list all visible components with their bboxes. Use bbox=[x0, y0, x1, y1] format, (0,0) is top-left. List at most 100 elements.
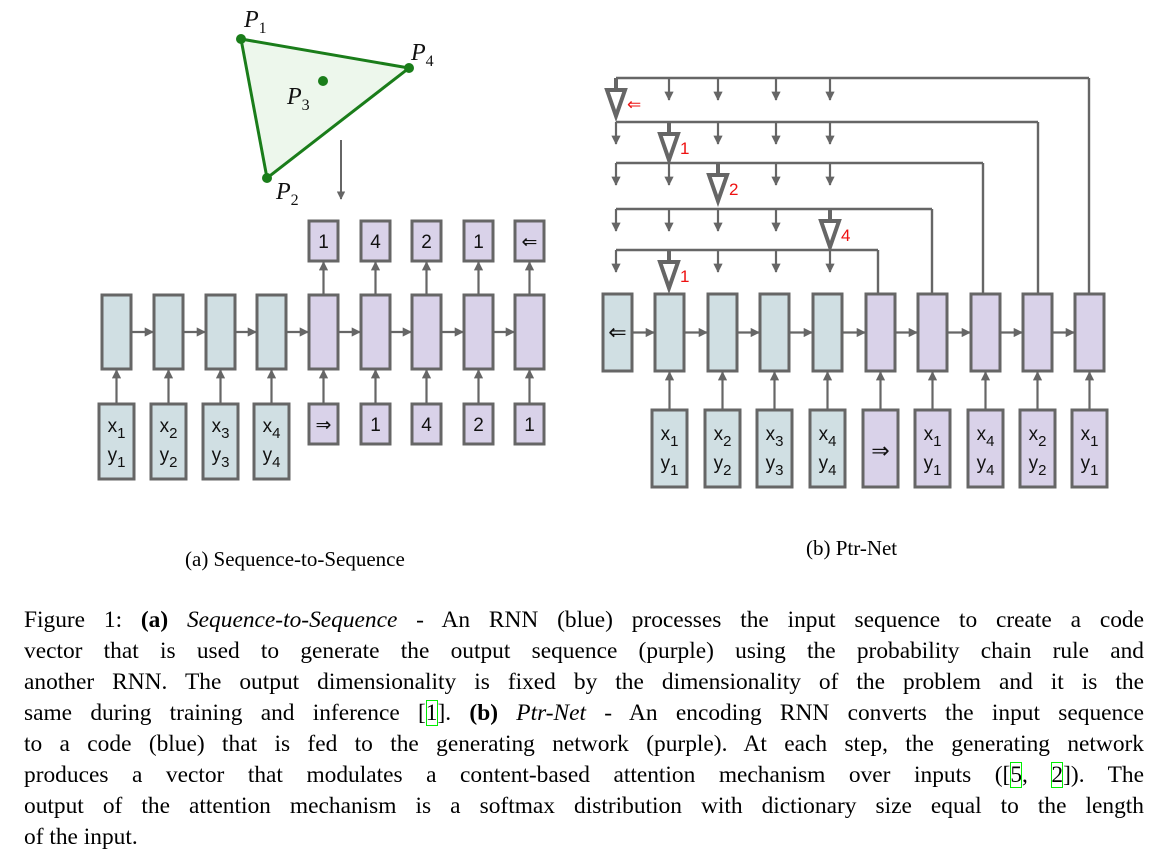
output-label: 4 bbox=[370, 232, 381, 253]
point-p2 bbox=[262, 173, 272, 183]
decoder-cell bbox=[513, 293, 546, 371]
pointer-label: 1 bbox=[680, 267, 689, 286]
decoder-input-label: 1 bbox=[370, 415, 381, 436]
caption-text: (a) bbox=[140, 607, 169, 633]
caption-text bbox=[498, 700, 516, 726]
encoder-cell bbox=[204, 293, 237, 371]
subcaption-a: (a) Sequence-to-Sequence bbox=[185, 547, 405, 571]
pointer-arrowhead bbox=[657, 132, 681, 167]
caption-line: Figure 1: (a) Sequence-to-Sequence - An … bbox=[24, 605, 1144, 636]
pointer-arrowhead bbox=[706, 173, 730, 208]
caption-text: (b) bbox=[469, 700, 499, 726]
caption-text: - An RNN (blue) processes the input sequ… bbox=[397, 607, 1144, 633]
decoder-cell bbox=[307, 293, 340, 371]
pointer-arrowhead bbox=[657, 260, 681, 295]
caption-text: to a code (blue) that is fed to the gene… bbox=[24, 731, 1144, 757]
decoder-input-node bbox=[1070, 408, 1109, 489]
output-label: 1 bbox=[318, 232, 329, 253]
pointer-label: ⇐ bbox=[627, 95, 641, 114]
point-p4 bbox=[404, 63, 414, 73]
decoder-input-label: 4 bbox=[421, 415, 432, 436]
caption-text bbox=[168, 607, 187, 633]
input-node bbox=[252, 402, 291, 481]
caption-text: of the input. bbox=[24, 824, 138, 850]
figure-caption: Figure 1: (a) Sequence-to-Sequence - An … bbox=[24, 605, 1144, 853]
output-node bbox=[462, 219, 495, 263]
decoder-cell bbox=[864, 292, 897, 373]
decoder-input-node bbox=[861, 408, 900, 489]
output-node bbox=[359, 219, 392, 263]
caption-text: ]. bbox=[437, 700, 470, 726]
output-label: ⇐ bbox=[522, 232, 538, 253]
output-node bbox=[307, 219, 340, 263]
encoder-cell bbox=[255, 293, 288, 371]
caption-text: another RNN. The output dimensionality i… bbox=[24, 669, 1144, 695]
decoder-input-label: 1 bbox=[524, 415, 535, 436]
start-token-label: ⇒ bbox=[871, 438, 889, 463]
decoder-cell bbox=[462, 293, 495, 371]
label-p3: P3 bbox=[286, 84, 310, 114]
encoder-input-node bbox=[650, 408, 689, 489]
caption-text: produces a vector that modulates a conte… bbox=[24, 762, 1011, 788]
decoder-cell bbox=[916, 292, 949, 373]
pointer-arrowhead bbox=[604, 88, 628, 123]
citation-link[interactable]: 1 bbox=[425, 700, 438, 726]
encoder-cell bbox=[758, 292, 791, 373]
decoder-input-node bbox=[966, 408, 1005, 489]
point-p1 bbox=[236, 34, 246, 44]
output-label: 1 bbox=[473, 232, 484, 253]
encoder-input-node bbox=[703, 408, 742, 489]
caption-text: ]). The bbox=[1063, 762, 1145, 788]
output-label: 2 bbox=[421, 232, 432, 253]
encoder-cell bbox=[152, 293, 185, 371]
encoder-cell bbox=[100, 293, 133, 371]
decoder-cell bbox=[1073, 292, 1106, 373]
decoder-cell bbox=[969, 292, 1002, 373]
caption-text: output of the attention mechanism is a s… bbox=[24, 793, 1144, 819]
caption-line: same during training and inference [1]. … bbox=[24, 698, 1144, 729]
caption-line: of the input. bbox=[24, 822, 1144, 853]
point-p3 bbox=[318, 76, 328, 86]
caption-line: vector that is used to generate the outp… bbox=[24, 636, 1144, 667]
caption-line: produces a vector that modulates a conte… bbox=[24, 760, 1144, 791]
caption-text: Ptr-Net bbox=[516, 700, 586, 726]
pointer-label: 1 bbox=[680, 139, 689, 158]
caption-text: same during training and inference [ bbox=[24, 700, 426, 726]
caption-text: vector that is used to generate the outp… bbox=[24, 638, 1144, 664]
caption-text: , bbox=[1022, 762, 1052, 788]
decoder-cell bbox=[410, 293, 443, 371]
encoder-cell bbox=[706, 292, 739, 373]
decoder-input-label: ⇒ bbox=[316, 415, 332, 436]
caption-line: output of the attention mechanism is a s… bbox=[24, 791, 1144, 822]
convex-hull-polygon bbox=[239, 37, 413, 181]
pointer-label: 2 bbox=[729, 180, 738, 199]
citation-link[interactable]: 5 bbox=[1010, 762, 1023, 788]
decoder-input-node bbox=[410, 402, 443, 446]
decoder-input-node bbox=[359, 402, 392, 446]
caption-text: - An encoding RNN converts the input seq… bbox=[586, 700, 1144, 726]
decoder-input-label: 2 bbox=[473, 415, 484, 436]
end-token-cell bbox=[601, 292, 634, 373]
caption-line: to a code (blue) that is fed to the gene… bbox=[24, 729, 1144, 760]
caption-text: Sequence-to-Sequence bbox=[186, 607, 398, 633]
end-token-label: ⇐ bbox=[608, 320, 626, 345]
caption-line: another RNN. The output dimensionality i… bbox=[24, 667, 1144, 698]
input-node bbox=[149, 402, 188, 481]
decoder-cell bbox=[1021, 292, 1054, 373]
citation-link[interactable]: 2 bbox=[1051, 762, 1064, 788]
output-node bbox=[410, 219, 443, 263]
pointer-label: 4 bbox=[841, 226, 850, 245]
decoder-input-node bbox=[462, 402, 495, 446]
output-node bbox=[513, 219, 546, 263]
encoder-cell bbox=[811, 292, 844, 373]
label-p4: P4 bbox=[410, 40, 434, 70]
decoder-input-node bbox=[513, 402, 546, 446]
pointer-arrowhead bbox=[818, 219, 842, 254]
decoder-cell bbox=[359, 293, 392, 371]
subcaption-b: (b) Ptr-Net bbox=[806, 536, 898, 560]
caption-text: Figure 1: bbox=[24, 607, 141, 633]
